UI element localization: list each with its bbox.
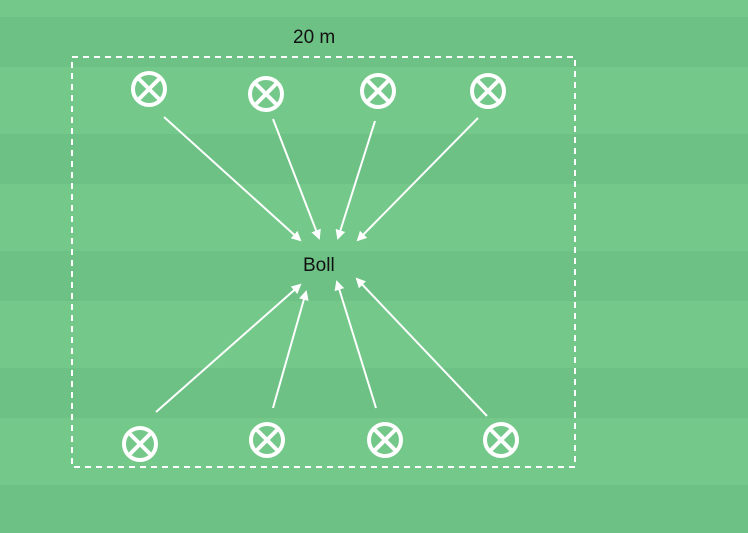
player-marker-icon bbox=[367, 422, 403, 458]
player-marker-icon bbox=[122, 426, 158, 462]
arrow bbox=[155, 283, 302, 413]
arrow bbox=[272, 118, 321, 240]
arrow bbox=[163, 116, 302, 242]
arrow bbox=[335, 120, 376, 240]
player-marker-icon bbox=[360, 73, 396, 109]
player-marker-icon bbox=[470, 73, 506, 109]
area-boundary bbox=[71, 56, 576, 468]
player-marker-icon bbox=[248, 76, 284, 112]
dimension-label: 20 m bbox=[293, 27, 336, 48]
arrow bbox=[272, 290, 309, 409]
arrow bbox=[334, 280, 377, 409]
arrow bbox=[356, 117, 479, 242]
arrow bbox=[355, 277, 488, 417]
player-marker-icon bbox=[131, 71, 167, 107]
player-marker-icon bbox=[483, 422, 519, 458]
player-marker-icon bbox=[249, 422, 285, 458]
ball-label: Boll bbox=[303, 255, 335, 276]
